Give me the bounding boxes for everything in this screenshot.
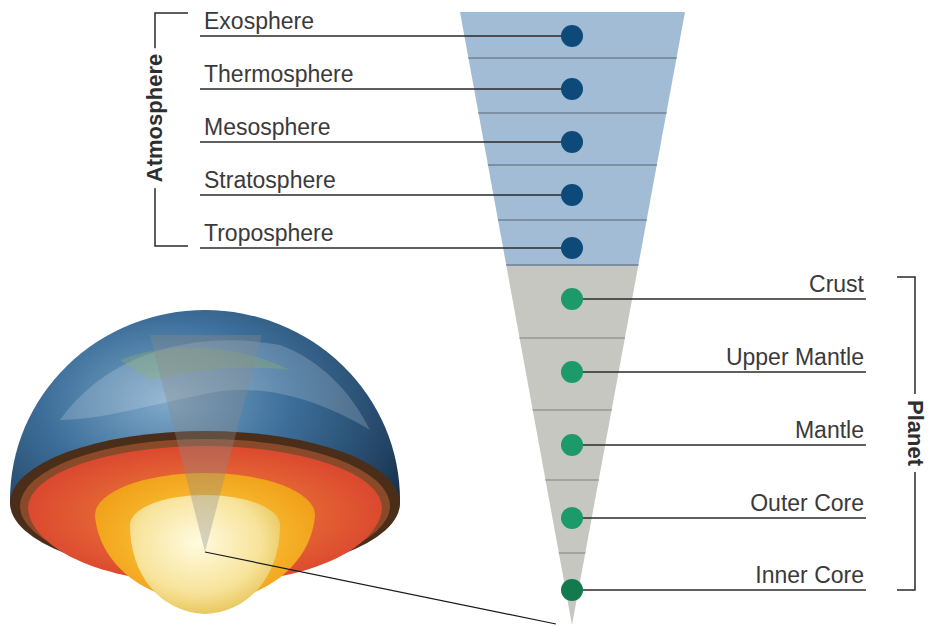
layer-dots	[561, 25, 583, 601]
layer-label: Crust	[809, 271, 864, 297]
layer-label: Thermosphere	[204, 61, 354, 87]
layer-label: Upper Mantle	[726, 344, 864, 370]
layer-label: Exosphere	[204, 8, 314, 34]
layer-label: Mantle	[795, 417, 864, 443]
layer-label: Outer Core	[750, 490, 864, 516]
layer-funnel	[440, 0, 700, 626]
layer-label: Mesosphere	[204, 114, 331, 140]
layer-label: Troposphere	[204, 220, 334, 246]
layer-label: Inner Core	[755, 562, 864, 588]
layer-label: Stratosphere	[204, 167, 336, 193]
earth-illustration	[10, 310, 556, 624]
group-label: Planet	[903, 394, 927, 472]
group-label: Atmosphere	[143, 48, 167, 188]
